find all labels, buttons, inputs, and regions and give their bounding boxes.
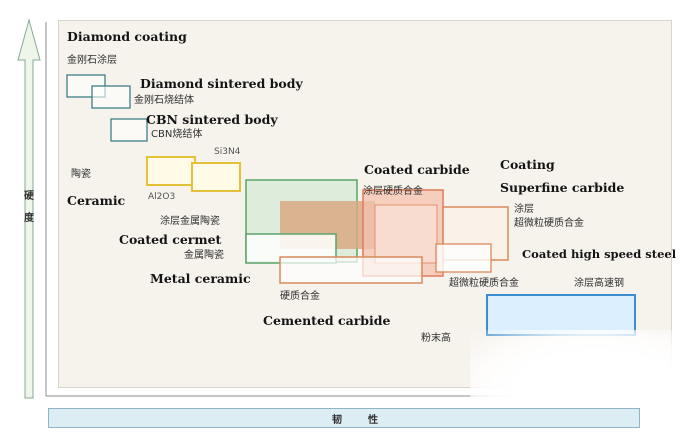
toughness-arrow [48, 408, 640, 428]
coating-superfine-zh: 超微粒硬质合金 [514, 218, 584, 229]
hardness-label-2: 度 [24, 213, 34, 224]
si3n4-box [191, 162, 241, 192]
al2o3-box [146, 156, 196, 186]
coated-carbide-zh: 涂层硬质合金 [363, 186, 423, 197]
coated-hss-zh: 涂层高速钢 [574, 278, 624, 289]
coated-hss-box [486, 294, 636, 336]
diamond-sintered-box [91, 85, 131, 109]
diamond-coating-label: Diamond coating [67, 29, 187, 44]
superfine-carbide-label: Superfine carbide [500, 180, 625, 195]
diamond-sintered-zh: 金刚石烧结体 [134, 95, 194, 106]
coated-cermet-label: Coated cermet [119, 232, 222, 247]
coated-hss-label: Coated high speed steel [522, 247, 677, 261]
cemented-carbide-zh: 硬质合金 [280, 291, 320, 302]
superfine-carbide-box [435, 243, 492, 273]
diamond-sintered-label: Diamond sintered body [140, 76, 303, 91]
metal-ceramic-label: Metal ceramic [150, 271, 251, 286]
powder-hss-zh: 粉末高 [421, 333, 451, 344]
coated-carbide-label: Coated carbide [364, 162, 470, 177]
coated-cermet-zh: 涂层金属陶瓷 [160, 216, 220, 227]
diamond-coating-zh: 金刚石涂层 [67, 55, 117, 66]
coated-carbide-inner [374, 204, 438, 264]
ceramic-zh: 陶瓷 [71, 169, 91, 180]
cemented-carbide-box [279, 256, 423, 284]
superfine-carbide-zh: 超微粒硬质合金 [449, 278, 519, 289]
cbn-sintered-box [110, 118, 148, 142]
al2o3-label: Al2O3 [148, 192, 176, 202]
cbn-sintered-label: CBN sintered body [146, 112, 278, 127]
cemented-carbide-label: Cemented carbide [263, 313, 391, 328]
si3n4-label: Si3N4 [214, 147, 241, 157]
toughness-label-1: 韧 [332, 415, 342, 426]
cbn-sintered-zh: CBN烧结体 [151, 129, 203, 140]
coating-label: Coating [500, 157, 555, 172]
hardness-label-1: 硬 [24, 191, 34, 202]
ceramic-label: Ceramic [67, 193, 126, 208]
toughness-label-2: 性 [368, 415, 378, 426]
metal-ceramic-zh: 金属陶瓷 [184, 250, 224, 261]
coating-zh: 涂层 [514, 204, 534, 215]
